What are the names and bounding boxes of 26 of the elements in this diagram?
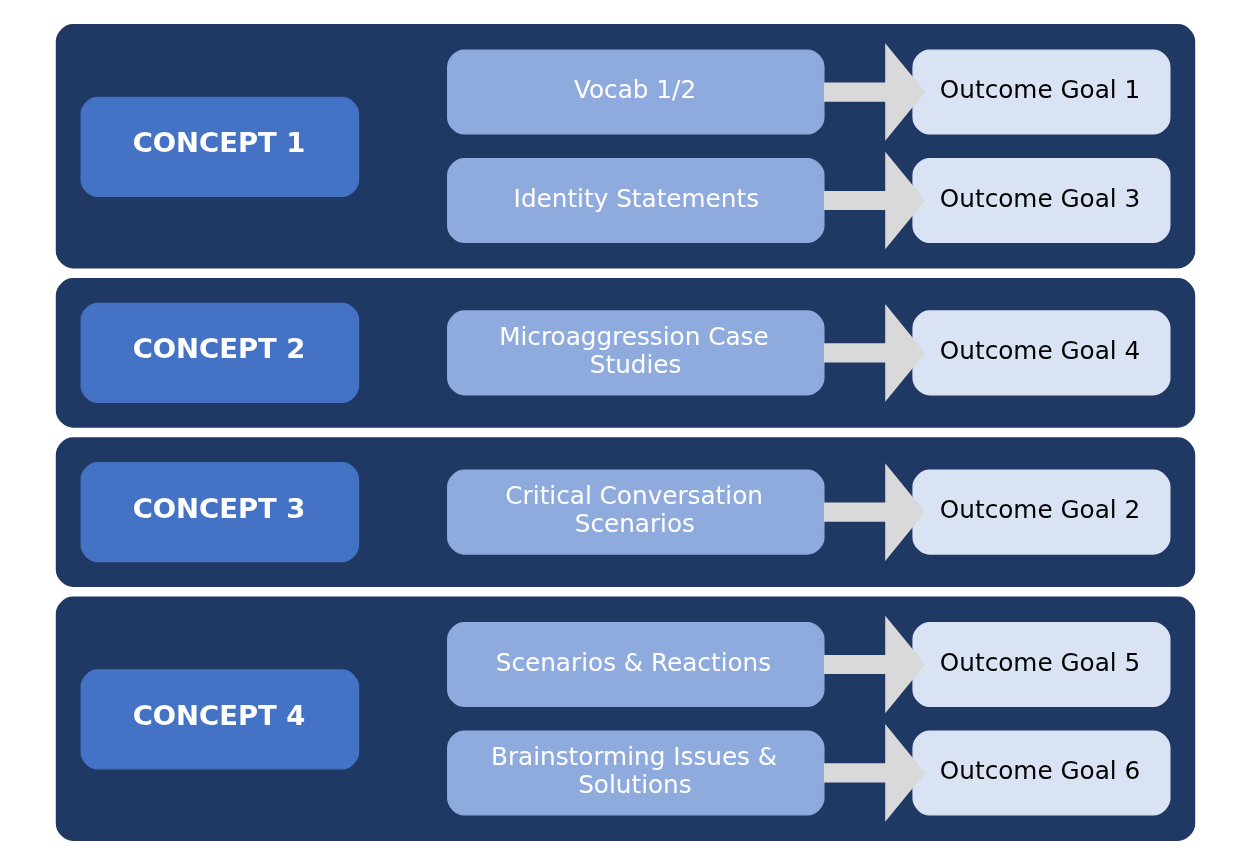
arrow bbox=[823, 463, 925, 561]
cluster bbox=[55, 278, 1195, 428]
node-box: CONCEPT 4 bbox=[80, 669, 359, 770]
node-box: Identity Statements bbox=[446, 157, 825, 244]
node-box: Critical Conversation Scenarios bbox=[446, 469, 825, 555]
arrow bbox=[823, 151, 925, 250]
arrow bbox=[823, 43, 925, 141]
node-box: Outcome Goal 1 bbox=[911, 49, 1170, 135]
node-box: Microaggression Case Studies bbox=[446, 310, 825, 396]
node-box: CONCEPT 3 bbox=[80, 462, 359, 563]
node-box: CONCEPT 1 bbox=[80, 96, 359, 198]
arrow bbox=[823, 304, 925, 402]
node-box: Brainstorming Issues & Solutions bbox=[446, 730, 825, 816]
cluster bbox=[55, 24, 1195, 269]
node-box: Outcome Goal 4 bbox=[911, 310, 1170, 396]
cluster bbox=[55, 596, 1195, 841]
arrow bbox=[823, 615, 925, 714]
node-box: CONCEPT 2 bbox=[80, 302, 359, 403]
node-box: Scenarios & Reactions bbox=[446, 621, 825, 708]
node-box: Outcome Goal 3 bbox=[911, 157, 1170, 244]
cluster bbox=[55, 437, 1195, 587]
node-box: Outcome Goal 6 bbox=[911, 730, 1170, 816]
arrow bbox=[823, 724, 925, 822]
node-box: Vocab 1/2 bbox=[446, 49, 825, 135]
node-box: Outcome Goal 5 bbox=[911, 621, 1170, 708]
node-box: Outcome Goal 2 bbox=[911, 469, 1170, 555]
